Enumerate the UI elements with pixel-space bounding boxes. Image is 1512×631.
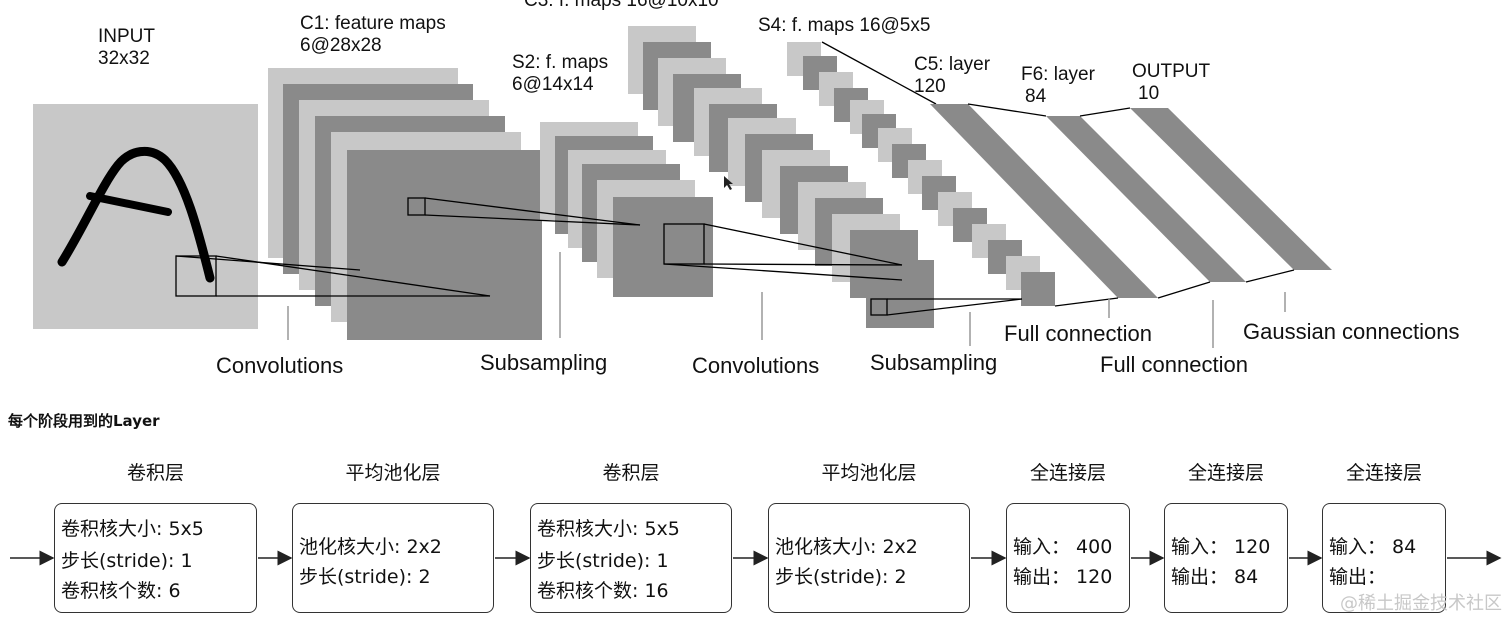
stage-2-title: 平均池化层 [345,462,441,484]
watermark: @稀土掘金技术社区 [1340,593,1502,614]
stage-6-title: 全连接层 [1187,462,1264,484]
stage-7-box: 输入： 84 输出： [1322,503,1446,613]
stage-line: 输入： 400 [1013,536,1113,558]
section-title: 每个阶段用到的Layer [8,412,160,430]
stage-3-box: 卷积核大小: 5x5 步长(stride): 1 卷积核个数: 16 [530,503,732,613]
op-tick-lines [287,252,1286,348]
input-letter-a [57,146,215,283]
stage-line: 步长(stride): 2 [299,566,431,588]
stage-4-title: 平均池化层 [821,462,917,484]
stage-line: 池化核大小: 2x2 [299,536,442,558]
stage-7-title: 全连接层 [1345,462,1422,484]
stage-line: 池化核大小: 2x2 [775,536,918,558]
s2-feature-maps [540,122,713,297]
stage-1-title: 卷积层 [126,462,184,484]
input-image [33,104,258,329]
stage-line: 步长(stride): 2 [775,566,907,588]
stage-line: 卷积核个数: 16 [537,580,669,602]
stage-4-box: 池化核大小: 2x2 步长(stride): 2 [768,503,970,613]
s4-label: S4: f. maps 16@5x5 [758,15,930,36]
receptive-field-lines [175,41,1023,316]
op-convolutions-2: Convolutions [692,353,819,378]
c1-feature-maps [268,68,542,340]
op-gaussian-connections: Gaussian connections [1243,319,1459,344]
op-subsampling-2: Subsampling [870,350,997,375]
op-convolutions-1: Convolutions [216,353,343,378]
fully-connected-layers [930,103,1332,307]
stage-line: 输入： 120 [1171,536,1271,558]
stage-line: 卷积核个数: 6 [61,580,181,602]
stage-3-title: 卷积层 [602,462,660,484]
stage-5-box: 输入： 400 输出： 120 [1006,503,1130,613]
stage-line: 输出： 84 [1171,566,1259,588]
stage-1-box: 卷积核大小: 5x5 步长(stride): 1 卷积核个数: 6 [54,503,257,613]
stage-line: 输出： [1329,566,1387,588]
stage-line: 步长(stride): 1 [61,550,193,572]
op-subsampling-1: Subsampling [480,350,607,375]
s4-feature-maps [787,42,1055,306]
stage-line: 输入： 84 [1329,536,1417,558]
op-full-connection-2: Full connection [1100,352,1248,377]
op-full-connection-1: Full connection [1004,321,1152,346]
stage-2-box: 池化核大小: 2x2 步长(stride): 2 [292,503,494,613]
stage-5-title: 全连接层 [1029,462,1106,484]
stage-line: 步长(stride): 1 [537,550,669,572]
mouse-cursor-icon [724,176,733,190]
stage-line: 输出： 120 [1013,566,1113,588]
stage-line: 卷积核大小: 5x5 [61,518,204,540]
c3-label: C3: f. maps 16@10x10 [524,0,719,11]
stage-line: 卷积核大小: 5x5 [537,518,680,540]
stage-6-box: 输入： 120 输出： 84 [1164,503,1288,613]
c3-feature-maps [628,26,934,328]
